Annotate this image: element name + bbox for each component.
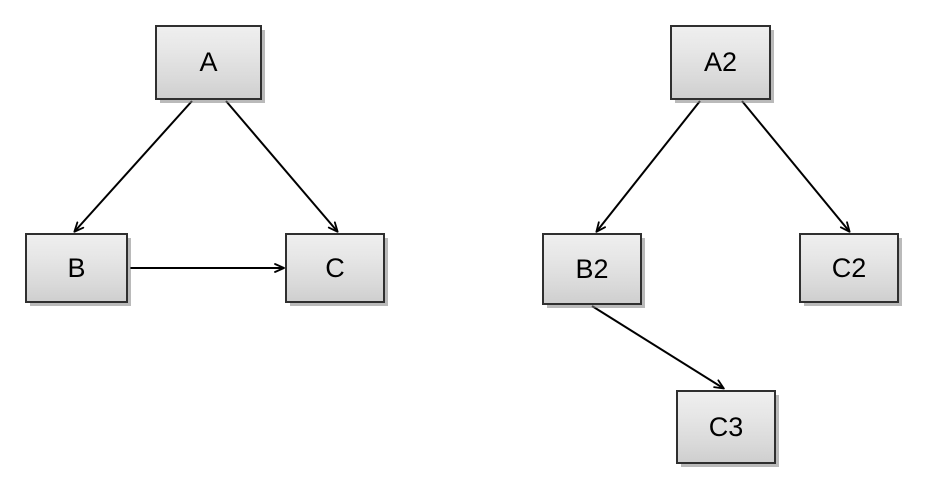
node-b[interactable]: B	[25, 233, 128, 303]
edge-a-b[interactable]	[73, 100, 193, 233]
edge-a2-b2[interactable]	[595, 100, 701, 233]
node-c3[interactable]: C3	[676, 390, 776, 464]
node-label-a2: A2	[703, 47, 738, 77]
edge-a-c[interactable]	[225, 100, 339, 233]
node-label-c: C	[325, 252, 345, 283]
edge-a2-c2[interactable]	[741, 100, 851, 233]
node-c[interactable]: C	[285, 233, 385, 303]
node-label-b: B	[67, 252, 86, 283]
node-label-a: A	[199, 47, 218, 77]
node-a2[interactable]: A2	[670, 25, 771, 100]
node-label-c2: C2	[831, 252, 867, 283]
node-c2[interactable]: C2	[799, 233, 899, 303]
node-label-b2: B2	[575, 253, 609, 284]
node-a[interactable]: A	[155, 25, 262, 100]
node-b2[interactable]: B2	[542, 233, 642, 305]
node-label-c3: C3	[708, 411, 744, 442]
edge-b2-c3[interactable]	[591, 305, 725, 390]
